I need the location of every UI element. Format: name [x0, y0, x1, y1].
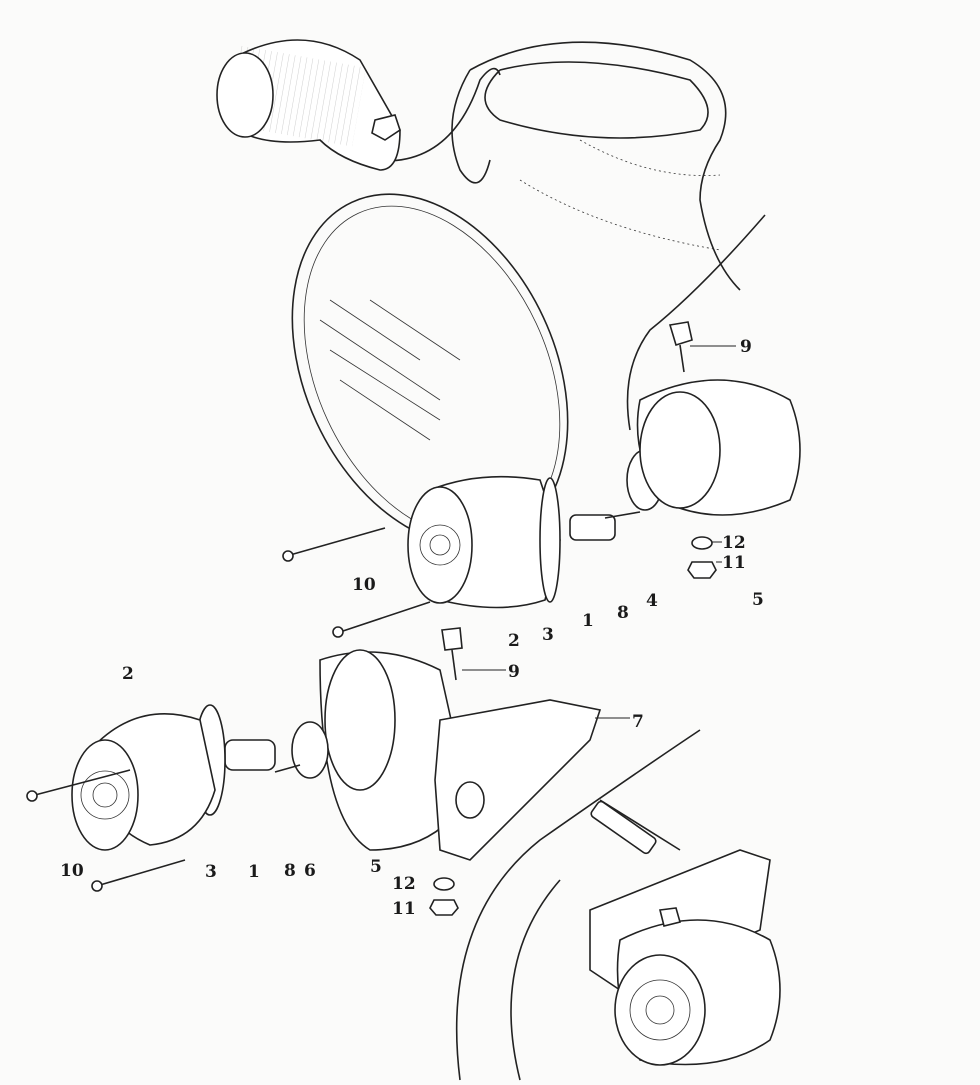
stud — [590, 800, 657, 855]
callout-5: 5 — [752, 590, 764, 610]
frame — [455, 729, 701, 1081]
callout-3b: 3 — [205, 862, 217, 882]
callout-8: 8 — [617, 603, 629, 623]
callout-3: 3 — [542, 625, 554, 645]
callout-8b: 8 — [284, 861, 296, 881]
wire-top — [369, 67, 501, 162]
callout-2b: 2 — [122, 664, 134, 684]
callout-7: 7 — [632, 712, 644, 732]
callout-9: 9 — [740, 337, 752, 357]
callout-10b: 10 — [60, 861, 84, 881]
bottom-lamp — [589, 849, 781, 1066]
callout-9b: 9 — [508, 662, 520, 682]
callouts: 9 12 11 5 10 2 3 1 8 4 9 7 2 10 3 1 8 6 … — [60, 337, 764, 919]
top-lamp — [216, 39, 401, 171]
callout-2: 2 — [508, 631, 520, 651]
callout-6: 6 — [304, 861, 316, 881]
lower-lamp-assembly — [26, 627, 602, 916]
callout-5b: 5 — [370, 857, 382, 877]
callout-11b: 11 — [392, 899, 416, 919]
callout-12: 12 — [722, 533, 746, 553]
callout-1: 1 — [582, 611, 594, 631]
headlight-shell — [451, 41, 741, 291]
callout-11: 11 — [722, 553, 746, 573]
callout-12b: 12 — [392, 874, 416, 894]
callout-4: 4 — [646, 591, 658, 611]
callout-10: 10 — [352, 575, 376, 595]
callout-1b: 1 — [248, 862, 260, 882]
mid-lamp-assembly — [282, 321, 801, 638]
wire — [626, 214, 766, 431]
